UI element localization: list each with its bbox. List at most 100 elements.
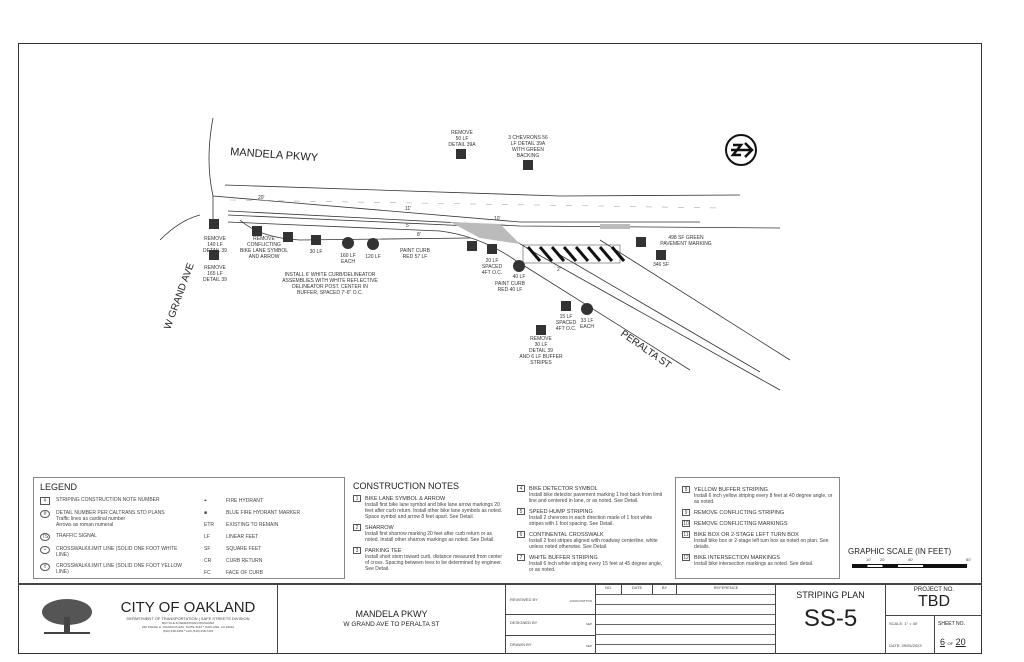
note-number-box [209,250,219,260]
note-number-box [536,325,546,335]
legend-abbreviation: CR [204,558,212,564]
note-number: 6 [517,531,525,538]
callout-line: SPACED [482,264,503,270]
project-name: MANDELA PKWY [355,609,428,619]
scale-value: 1" = 40' [904,621,918,626]
sheet-no-label: SHEET NO. [938,621,965,627]
note-number: 8 [682,486,690,493]
note-description: Install 6 inch white striping every 15 f… [529,561,663,573]
striping-plan-drawing: MANDELA PKWY W GRAND AVE PERALTA ST 20' … [159,117,791,391]
callout-line: 15 LF [560,314,573,320]
note-title: CONTINENTAL CROSSWALK [529,532,604,538]
callout-line: 160 LF [340,253,356,259]
note-description: Install first bike lane symbol and bike … [365,502,503,520]
scale-tick: 80' [966,557,972,562]
sheet-number: 6 [940,637,946,647]
note-description: Install 6 inch yellow striping every 8 f… [694,493,833,505]
sheet-total: 20 [955,637,966,647]
legend-label: CROSSWALK/LIMIT LINE (SOLID ONE FOOT YEL… [56,563,182,575]
legend-sublabel: Arrows as roman numeral [56,522,114,528]
callout-line: ASSEMBLIES WITH WHITE REFLECTIVE [282,278,378,284]
legend-abbreviation: ⌖ [204,498,207,504]
note-number-box [311,235,321,245]
note-number: 2 [353,524,361,531]
legend-title: LEGEND [40,482,78,492]
callout-line: DELINEATOR POST. CENTER IN [292,284,368,290]
legend-text: STRIPING CONSTRUCTION NOTE NUMBER [56,497,160,503]
legend-text: TRAFFIC SIGNAL [56,533,97,539]
legend-item: ⌖FIRE HYDRANT [204,498,334,504]
legend-symbol: TS [40,533,50,541]
program: BICYCLE & PEDESTRIAN PROGRAM [161,621,214,625]
city-name: CITY OF OAKLAND [120,599,256,616]
note-markers [209,149,666,335]
callout-line: RED 40 LF [498,287,523,293]
note-title: SPEED HUMP STRIPING [529,509,593,515]
note-number: 11 [682,531,690,538]
callout-line: LF DETAIL 39A [511,141,546,147]
callout-line: 120 LF [365,254,381,260]
crosswalk-stripe [538,246,554,262]
note-number-box [523,160,533,170]
note-number: 3 [353,547,361,554]
street-grand: W GRAND AVE [162,261,196,331]
callout-line: DETAIL 39A [448,142,476,148]
rev-header: DATE [622,585,653,594]
callout-line: REMOVE [204,236,226,242]
scale-bar [852,564,967,568]
note-number: 4 [517,485,525,492]
callout-line: 20 LF [486,258,499,264]
note-description: Install bike box or 2-stage left turn bo… [694,538,829,550]
designed-by-label: DESIGNED BY [510,620,538,625]
callout-line: 140 LF [207,242,223,248]
note-number: 1 [353,495,361,502]
callout-line: WITH GREEN [512,147,544,153]
project-no: TBD [918,593,950,610]
callout-line: SPACED [556,320,577,326]
callout-line: CONFLICTING [247,242,281,248]
dim-label: 2' [557,267,561,273]
legend-symbol: # [40,510,50,518]
callout-line: 30 LF [535,342,548,348]
callout-label: 120 LF [365,254,381,260]
scale-tick: 20' [880,557,886,562]
dim-label: 11' [405,206,411,212]
callout-line: 33 LF [581,318,594,324]
callout-label: 30 LF [310,249,323,255]
detail-number-circle [367,238,379,250]
legend-item: #STRIPING CONSTRUCTION NOTE NUMBER [40,497,190,505]
callout-line: PAINT CURB [400,248,430,254]
callout-line: 165 LF [207,271,223,277]
note-number-box [467,241,477,251]
note-description: Install short stem toward curb, distance… [365,554,503,572]
crosswalk-stripe [586,246,602,262]
title-block: CITY OF OAKLAND DEPARTMENT OF TRANSPORTA… [18,583,982,654]
note-description: Install 2 foot stripes aligned with road… [529,538,658,550]
sheet-of: OF [947,641,954,646]
note-number-box [252,226,262,236]
note-heading: 11 BIKE BOX OR 2-STAGE LEFT TURN BOX [682,531,833,538]
note-title: BIKE BOX OR 2-STAGE LEFT TURN BOX [694,532,799,538]
drawing-border [18,43,982,654]
legend-label: FACE OF CURB [226,570,263,576]
reviewed-by: JASON PATTON [569,599,592,603]
callout-line: DETAIL 39 [203,277,227,283]
callout-line: RED 57 LF [403,254,428,260]
